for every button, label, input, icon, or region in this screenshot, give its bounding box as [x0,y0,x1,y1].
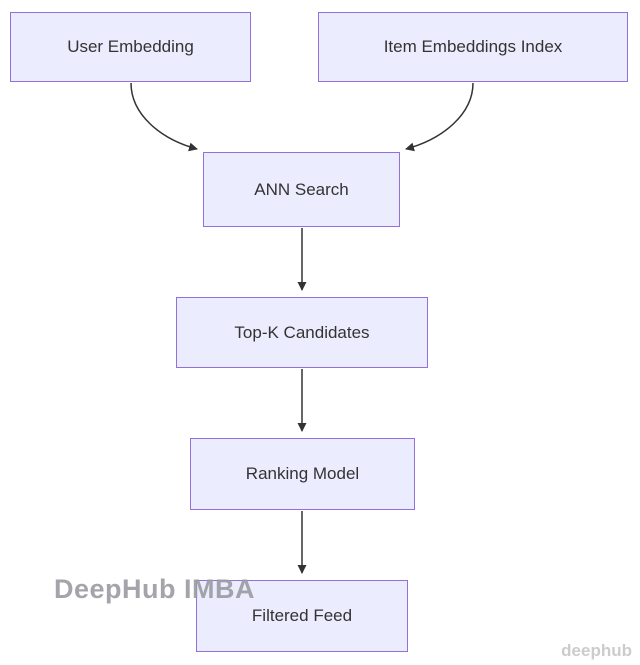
node-top-k-candidates: Top-K Candidates [176,297,428,368]
watermark-deephub: deephub [561,641,632,660]
node-item-embeddings-index: Item Embeddings Index [318,12,628,82]
node-filtered-feed-label: Filtered Feed [251,606,353,625]
node-user-embedding: User Embedding [10,12,251,82]
node-user-embedding-label: User Embedding [67,37,194,56]
node-ranking-model: Ranking Model [190,438,415,510]
node-filtered-feed: Filtered Feed [196,580,408,652]
node-top-k-candidates-label: Top-K Candidates [234,322,370,342]
node-ann-search-label: ANN Search [254,179,349,199]
node-ann-search: ANN Search [203,152,400,227]
node-item-embeddings-index-label: Item Embeddings Index [383,37,563,56]
edge-itemindex-to-ann [405,82,474,152]
node-ranking-model-label: Ranking Model [245,464,360,483]
watermark-deephub-imba: DeepHub IMBA [54,574,255,604]
edge-user-to-ann [130,82,198,152]
